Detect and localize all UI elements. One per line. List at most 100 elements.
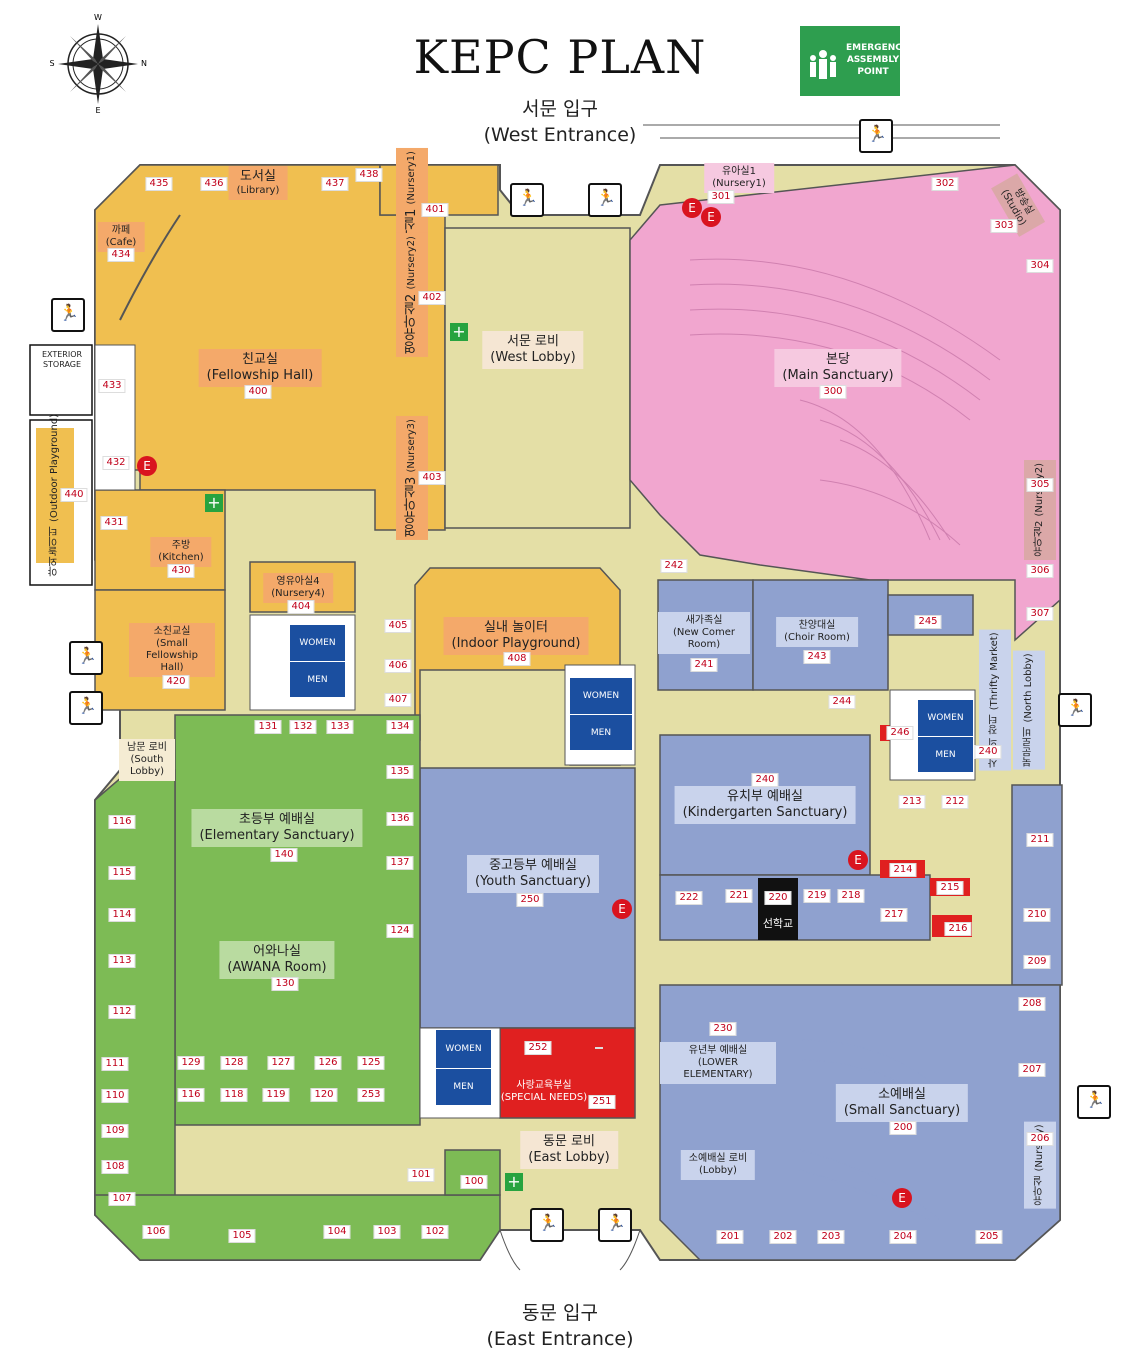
room-ko: 북문로비 xyxy=(1023,726,1034,767)
room-number: 133 xyxy=(326,720,354,734)
room-number: 214 xyxy=(889,863,917,877)
room-seonhakgyo-label: 선학교 xyxy=(763,916,793,932)
room-number: 430 xyxy=(167,564,195,578)
room-number: 222 xyxy=(675,891,703,905)
west-lobby-area xyxy=(444,227,631,529)
emergency-marker: E xyxy=(701,207,721,227)
room-number: 406 xyxy=(384,659,412,673)
west-classrooms-area xyxy=(94,769,176,1216)
room-en: (Outdoor Playground) xyxy=(49,413,60,522)
room-en: (Kitchen) xyxy=(158,552,204,563)
room-nursery2-east-label: 유아실2 (Nursery2) xyxy=(1024,459,1056,561)
first-aid-icon: + xyxy=(450,323,468,341)
room-number: 113 xyxy=(108,954,136,968)
room-number: 118 xyxy=(220,1088,248,1102)
room-number: 101 xyxy=(407,1168,435,1182)
room-ko: 본당 xyxy=(826,352,850,367)
room-number: 102 xyxy=(421,1225,449,1239)
first-aid-icon: + xyxy=(205,494,223,512)
exit-sign-icon xyxy=(530,1208,564,1242)
room-number: 112 xyxy=(108,1005,136,1019)
exit-sign-icon xyxy=(69,691,103,725)
west-entrance-label: 서문 입구 (West Entrance) xyxy=(470,96,650,148)
room-ko: 까페 xyxy=(111,225,131,236)
room-number: 244 xyxy=(828,695,856,709)
exterior-storage-box xyxy=(29,344,93,416)
restroom-men-label: MEN xyxy=(590,728,612,738)
room-ko: 영유아실4 xyxy=(276,576,320,587)
room-number: 213 xyxy=(898,795,926,809)
cafe-curved-wall xyxy=(119,214,181,321)
west-entrance-ko: 서문 입구 xyxy=(522,98,598,120)
room-number: 253 xyxy=(357,1088,385,1102)
room-ko: 새가족실 xyxy=(685,615,723,626)
east-classrooms-area xyxy=(1011,784,1063,986)
room-number: 140 xyxy=(270,848,298,862)
room-en: (New Comer Room) xyxy=(673,627,735,650)
room-library-label: 도서실 (Library) xyxy=(228,166,288,200)
room-indoor-playground-label: 실내 놀이터 (Indoor Playground) xyxy=(443,617,589,655)
room-number: 400 xyxy=(244,385,272,399)
room-ko: 유아실 xyxy=(1034,1175,1045,1206)
room-en: (Nursery3) xyxy=(406,419,417,473)
east-entrance-en: (East Entrance) xyxy=(486,1328,634,1350)
room-nursery4-label: 영유아실4 (Nursery4) xyxy=(263,573,333,603)
room-en: (Indoor Playground) xyxy=(451,636,581,651)
room-awana-label: 어와나실 (AWANA Room) xyxy=(219,941,335,979)
exterior-storage-label: EXTERIOR STORAGE xyxy=(41,350,83,369)
room-number: 116 xyxy=(108,815,136,829)
room-number: 402 xyxy=(418,291,446,305)
room-number: 404 xyxy=(287,600,315,614)
room-number: 307 xyxy=(1026,607,1054,621)
room-number: 136 xyxy=(386,812,414,826)
room-number: 306 xyxy=(1026,564,1054,578)
compass-w: W xyxy=(94,14,102,22)
room-en: (Nursery4) xyxy=(271,588,325,599)
room-number: 111 xyxy=(101,1057,129,1071)
room-ko: 소예배실 xyxy=(878,1087,926,1102)
room-number: 201 xyxy=(716,1230,744,1244)
room-number: 119 xyxy=(262,1088,290,1102)
room-number: 303 xyxy=(990,219,1018,233)
room-north-lobby-label: 북문로비 (North Lobby) xyxy=(1013,650,1045,770)
compass-e: E xyxy=(95,106,100,114)
room-number: 252 xyxy=(524,1041,552,1055)
emergency-marker: E xyxy=(682,198,702,218)
room-number: 205 xyxy=(975,1230,1003,1244)
room-en: (Nursery1) xyxy=(712,178,766,189)
room-number: 211 xyxy=(1026,833,1054,847)
room-number: 230 xyxy=(709,1022,737,1036)
restroom-women-label: WOMEN xyxy=(436,1030,491,1069)
exit-sign-icon xyxy=(510,183,544,217)
room-number: 240 xyxy=(751,773,779,787)
exit-sign-icon xyxy=(598,1208,632,1242)
room-small-sanctuary-label: 소예배실 (Small Sanctuary) xyxy=(835,1084,969,1122)
room-main-sanctuary-label: 본당 (Main Sanctuary) xyxy=(774,349,902,387)
restroom-men-label: MEN xyxy=(453,1082,474,1093)
room-number: 209 xyxy=(1023,955,1051,969)
room-en: (Cafe) xyxy=(105,237,137,248)
emergency-marker: E xyxy=(848,850,868,870)
room-number: 125 xyxy=(357,1056,385,1070)
exit-sign-icon xyxy=(588,183,622,217)
room-number: 221 xyxy=(725,889,753,903)
first-aid-icon: + xyxy=(505,1173,523,1191)
room-number: 127 xyxy=(267,1056,295,1070)
room-ko: 동문 로비 xyxy=(543,1134,595,1149)
room-fellowship-hall-label: 친교실 (Fellowship Hall) xyxy=(198,349,322,387)
room-number: 300 xyxy=(819,385,847,399)
room-ko: 유치부 예배실 xyxy=(727,789,803,804)
room-en: (AWANA Room) xyxy=(227,960,327,975)
room-en: (Nursery2) xyxy=(406,236,417,290)
east-entrance-label: 동문 입구 (East Entrance) xyxy=(470,1300,650,1352)
room-nursery1-east-label: 유아실1 (Nursery1) xyxy=(704,163,774,193)
room-cafe-label: 까페 (Cafe) xyxy=(97,222,145,252)
room-en: (Fellowship Hall) xyxy=(206,368,314,383)
room-number: 305 xyxy=(1026,478,1054,492)
room-en: (SPECIAL NEEDS) xyxy=(500,1092,588,1103)
room-number: 403 xyxy=(418,471,446,485)
room-number: 241 xyxy=(690,658,718,672)
